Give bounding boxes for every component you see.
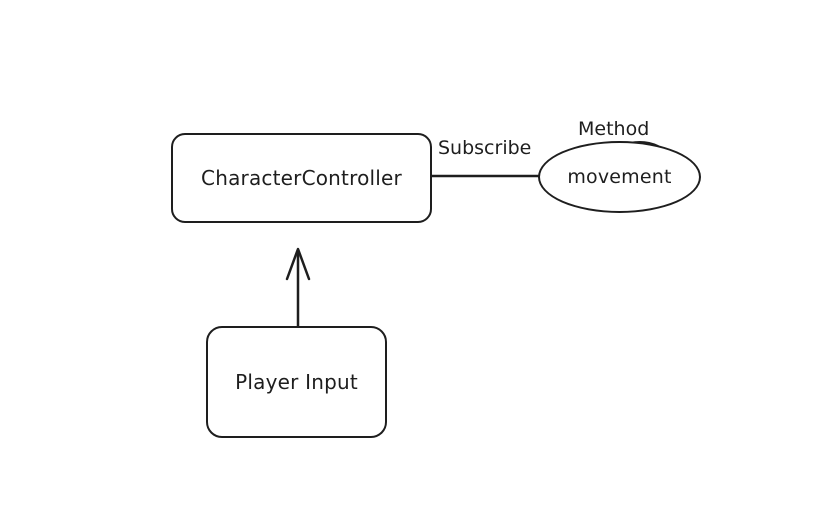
node-player-input[interactable]: Player Input (206, 326, 387, 438)
edge-subscribe-label: Subscribe (438, 137, 532, 159)
node-character-controller-label: CharacterController (201, 166, 402, 190)
node-player-input-label: Player Input (235, 370, 358, 394)
node-movement[interactable]: movement (538, 141, 701, 213)
method-annotation: Method (578, 118, 650, 140)
node-movement-label: movement (567, 166, 672, 188)
node-character-controller[interactable]: CharacterController (171, 133, 432, 223)
edge-input-to-controller-arrowhead (285, 247, 311, 281)
